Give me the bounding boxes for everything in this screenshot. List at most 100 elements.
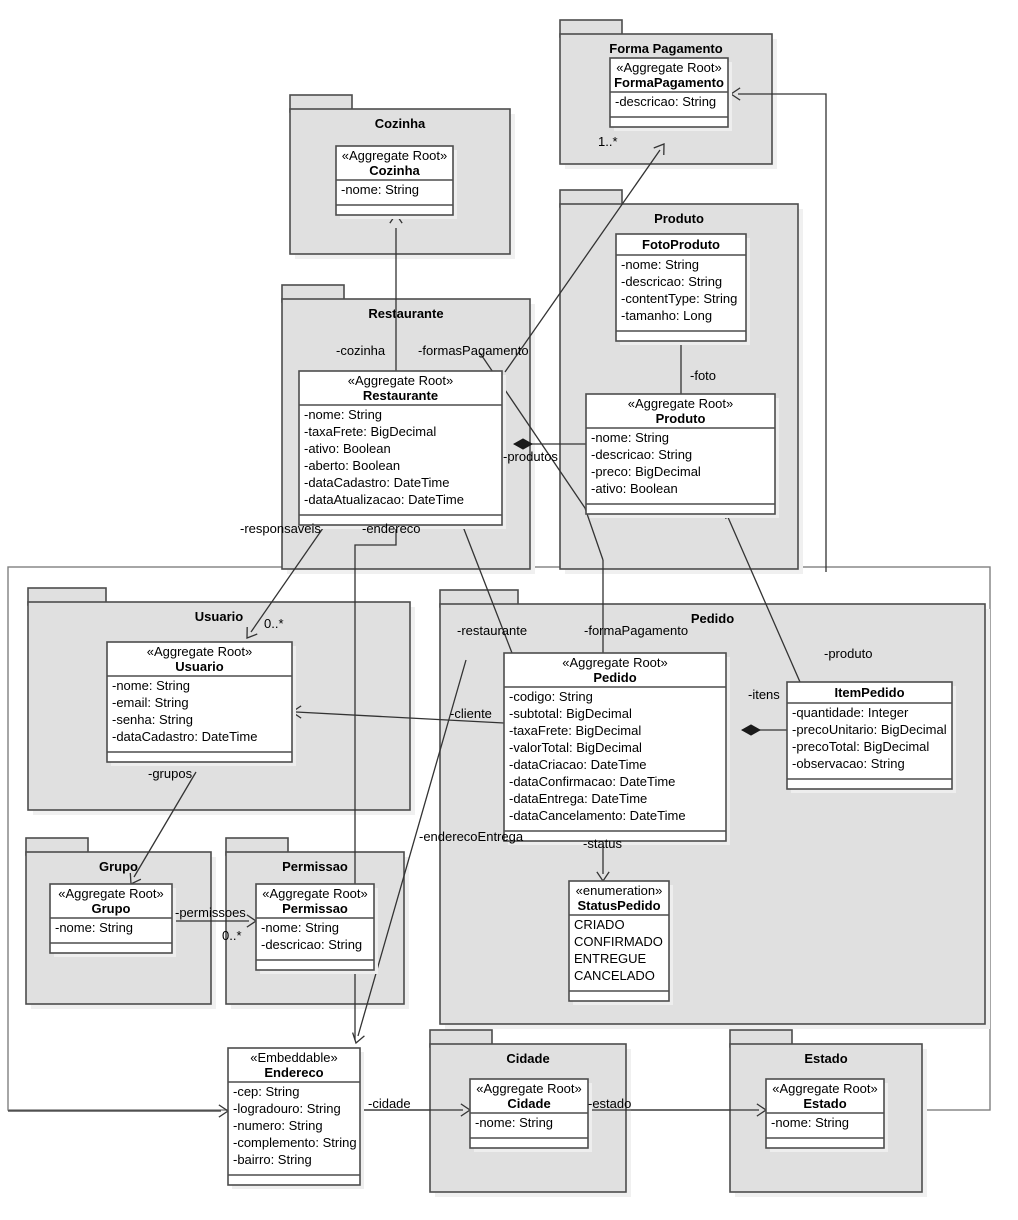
edge-label: -foto — [690, 368, 716, 383]
multiplicity-label: 0..* — [222, 928, 242, 943]
class-name: Permissao — [282, 901, 348, 916]
class-name: StatusPedido — [577, 898, 660, 913]
class-cls-fotoproduto[interactable]: FotoProduto-nome: String-descricao: Stri… — [615, 233, 750, 345]
class-attribute: -valorTotal: BigDecimal — [509, 740, 642, 755]
class-attribute: -dataEntrega: DateTime — [509, 791, 647, 806]
arrowhead-formapagamento — [653, 143, 665, 156]
packages-layer: Forma PagamentoCozinhaProdutoRestaurante… — [25, 19, 990, 1197]
edge-label: -produto — [824, 646, 872, 661]
classes-layer: «Aggregate Root»FormaPagamento-descricao… — [49, 57, 956, 1189]
edge-restaurante-formapagamento — [504, 149, 661, 373]
edge-label: -produtos — [503, 449, 558, 464]
class-cls-grupo[interactable]: «Aggregate Root»Grupo-nome: String — [49, 883, 176, 957]
class-attribute: -observacao: String — [792, 756, 905, 771]
class-attribute: -descricao: String — [591, 447, 692, 462]
class-attribute: -preco: BigDecimal — [591, 464, 701, 479]
class-attribute: -taxaFrete: BigDecimal — [509, 723, 641, 738]
package-title: Estado — [804, 1051, 847, 1066]
class-stereotype: «Aggregate Root» — [58, 886, 164, 901]
class-attribute: -ativo: Boolean — [591, 481, 678, 496]
class-attribute: -dataCadastro: DateTime — [112, 729, 257, 744]
class-cls-estado[interactable]: «Aggregate Root»Estado-nome: String — [765, 1078, 888, 1152]
edge-pedido-formapagamento-b — [584, 507, 604, 561]
class-attribute: -precoUnitario: BigDecimal — [792, 722, 947, 737]
edge-label: -cozinha — [336, 343, 386, 358]
class-attribute: -nome: String — [261, 920, 339, 935]
package-title: Restaurante — [368, 306, 443, 321]
class-attribute: -nome: String — [55, 920, 133, 935]
edge-label: -enderecoEntrega — [419, 829, 524, 844]
class-attribute: -precoTotal: BigDecimal — [792, 739, 929, 754]
class-cls-cozinha[interactable]: «Aggregate Root»Cozinha -nome: String — [335, 145, 457, 219]
class-name: Cidade — [507, 1096, 550, 1111]
class-attribute: -numero: String — [233, 1118, 323, 1133]
class-attribute: CANCELADO — [574, 968, 655, 983]
edge-label: -permissoes — [175, 905, 246, 920]
class-name: Produto — [656, 411, 706, 426]
class-cls-endereco[interactable]: «Embeddable»Endereco-cep: String-logrado… — [227, 1047, 364, 1189]
edge-restaurante-usuario — [250, 517, 331, 633]
arrowhead-enderecoentrega — [352, 1032, 365, 1045]
multiplicity-label: 0..* — [264, 616, 284, 631]
edge-label: -status — [583, 836, 623, 851]
edge-label: -estado — [588, 1096, 631, 1111]
class-stereotype: «Aggregate Root» — [262, 886, 368, 901]
edge-label: -grupos — [148, 766, 193, 781]
package-forma-pagamento[interactable]: Forma Pagamento — [559, 19, 777, 169]
class-attribute: -dataCancelamento: DateTime — [509, 808, 686, 823]
class-cls-pedido[interactable]: «Aggregate Root»Pedido-codigo: String-su… — [503, 652, 730, 845]
class-name: Cozinha — [369, 163, 420, 178]
class-stereotype: «Aggregate Root» — [628, 396, 734, 411]
edge-label: -formasPagamento — [418, 343, 529, 358]
edge-restaurante-endereco-hidden — [354, 518, 397, 1040]
class-cls-formapagamento[interactable]: «Aggregate Root»FormaPagamento-descricao… — [609, 57, 732, 131]
class-stereotype: «Aggregate Root» — [476, 1081, 582, 1096]
class-cls-itempedido[interactable]: ItemPedido -quantidade: Integer -precoUnit… — [786, 681, 956, 793]
package-title: Produto — [654, 211, 704, 226]
class-stereotype: «Aggregate Root» — [616, 60, 722, 75]
class-stereotype: «Aggregate Root» — [342, 148, 448, 163]
edge-itempedido-produto — [726, 514, 801, 683]
edge-labels-layer: -cozinha-formasPagamento-produtos-foto-r… — [148, 134, 872, 1111]
class-attribute: -descricao: String — [621, 274, 722, 289]
class-name: Usuario — [175, 659, 223, 674]
class-attribute: CONFIRMADO — [574, 934, 663, 949]
edge-label: -itens — [748, 687, 780, 702]
edge-label: -cidade — [368, 1096, 411, 1111]
class-cls-restaurante[interactable]: «Aggregate Root»Restaurante-nome: String… — [298, 370, 506, 529]
class-stereotype: «Aggregate Root» — [562, 655, 668, 670]
class-attribute: -descricao: String — [615, 94, 716, 109]
package-title: Grupo — [99, 859, 138, 874]
edge-label: -formaPagamento — [584, 623, 688, 638]
class-attribute: ENTREGUE — [574, 951, 647, 966]
edge-label: -cliente — [450, 706, 492, 721]
class-attribute: -nome: String — [621, 257, 699, 272]
class-cls-usuario[interactable]: «Aggregate Root»Usuario-nome: String-ema… — [106, 641, 296, 766]
package-title: Forma Pagamento — [609, 41, 722, 56]
class-cls-produto[interactable]: «Aggregate Root»Produto-nome: String-des… — [585, 393, 779, 518]
class-cls-permissao[interactable]: «Aggregate Root»Permissao-nome: String-d… — [255, 883, 378, 974]
class-attribute: -codigo: String — [509, 689, 593, 704]
class-attribute: -dataConfirmacao: DateTime — [509, 774, 675, 789]
class-attribute: -nome: String — [304, 407, 382, 422]
class-cls-cidade[interactable]: «Aggregate Root»Cidade-nome: String — [469, 1078, 592, 1152]
class-name: ItemPedido — [834, 685, 904, 700]
package-title: Cozinha — [375, 116, 426, 131]
class-attribute: -quantidade: Integer — [792, 705, 909, 720]
class-attribute: -dataCriacao: DateTime — [509, 757, 647, 772]
package-cidade[interactable]: Cidade — [429, 1029, 631, 1197]
class-cls-statuspedido[interactable]: «enumeration»StatusPedidoCRIADOCONFIRMAD… — [568, 880, 673, 1005]
package-title: Permissao — [282, 859, 348, 874]
class-attribute: -email: String — [112, 695, 189, 710]
class-attribute: -complemento: String — [233, 1135, 357, 1150]
diamond-itens — [740, 724, 762, 736]
package-title: Pedido — [691, 611, 734, 626]
arrowhead-usuario — [246, 626, 258, 639]
class-stereotype: «Embeddable» — [250, 1050, 337, 1065]
class-attribute: -aberto: Boolean — [304, 458, 400, 473]
class-attribute: -taxaFrete: BigDecimal — [304, 424, 436, 439]
class-attribute: -nome: String — [341, 182, 419, 197]
class-attribute: -logradouro: String — [233, 1101, 341, 1116]
